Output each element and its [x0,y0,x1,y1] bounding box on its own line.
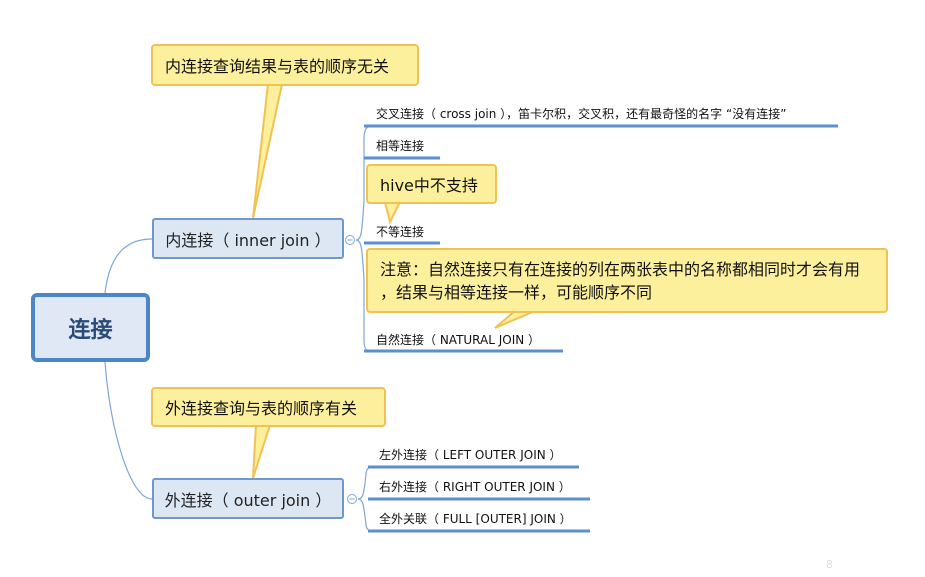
leaf-cross-join[interactable]: 交叉连接（ cross join ），笛卡尔积，交叉积，还有最奇怪的名字 “没有… [376,107,787,121]
connector-root-outer [104,361,153,500]
callout-text: 注意：自然连接只有在连接的列在两张表中的名称都相同时才会有用 ，结果与相等连接一… [380,259,861,302]
callout-hive-note: hive中不支持 [366,164,497,204]
leaf-nonequal-join[interactable]: 不等连接 [376,225,425,239]
page-number: 8 [826,558,833,571]
bracket-outer-bottom [357,498,373,532]
leaf-equal-join[interactable]: 相等连接 [376,139,425,153]
callout-outer-note: 外连接查询与表的顺序有关 [151,387,386,427]
leaf-right-outer-join[interactable]: 右外连接（ RIGHT OUTER JOIN ） [379,480,571,494]
bracket-outer-top [357,466,373,500]
leaf-left-outer-join[interactable]: 左外连接（ LEFT OUTER JOIN ） [379,448,562,462]
callout-natural-note: 注意：自然连接只有在连接的列在两张表中的名称都相同时才会有用 ，结果与相等连接一… [366,248,888,313]
callout-tail-outer [252,424,272,479]
leaf-full-outer-join[interactable]: 全外关联（ FULL [OUTER] JOIN ） [379,512,572,526]
callout-text: 内连接查询结果与表的顺序无关 [165,57,390,76]
connector-root-inner [104,238,153,294]
callout-inner-note: 内连接查询结果与表的顺序无关 [151,44,419,86]
bracket-inner-top [355,125,371,241]
callout-tail-natural [494,310,536,329]
root-label: 连接 [68,317,113,343]
leaf-natural-join[interactable]: 自然连接（ NATURAL JOIN ） [376,333,541,347]
callout-text: 外连接查询与表的顺序有关 [165,399,358,418]
inner-join-node[interactable]: 内连接（ inner join ） [152,218,344,259]
outer-join-node[interactable]: 外连接（ outer join ） [152,478,344,519]
root-node[interactable]: 连接 [31,293,150,362]
outer-join-label: 外连接（ outer join ） [164,490,332,510]
inner-join-label: 内连接（ inner join ） [165,230,331,250]
callout-tail-inner [252,83,284,219]
callout-text: hive中不支持 [380,176,478,195]
callout-tail-hive [383,201,402,225]
